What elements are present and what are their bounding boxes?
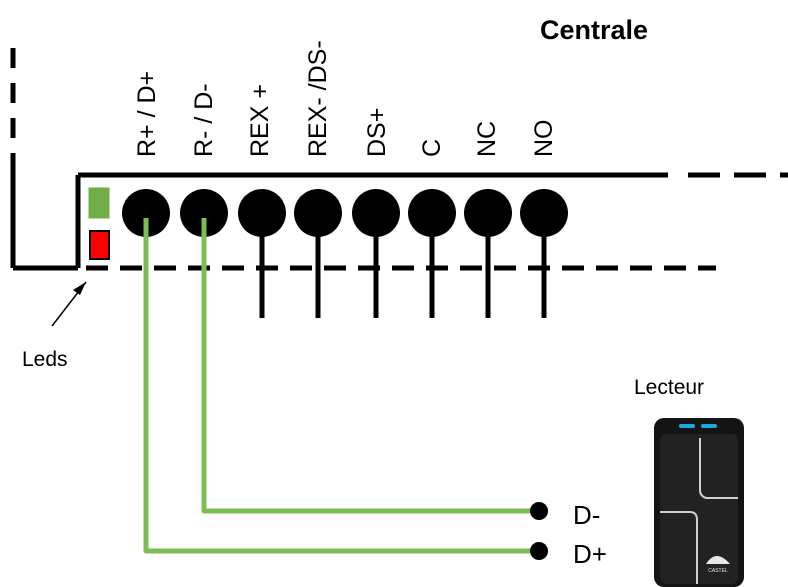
- terminal-screw-2: [180, 189, 228, 237]
- reader-brand-text: CASTEL: [708, 568, 728, 574]
- reader-logo-icon: [706, 556, 730, 564]
- reader-led-right: [701, 424, 717, 428]
- central-unit-title: Centrale: [540, 15, 648, 45]
- terminal-screws: [122, 189, 568, 237]
- terminal-screw-7: [464, 189, 512, 237]
- terminal-screw-8: [520, 189, 568, 237]
- terminal-label-8: NO: [530, 120, 558, 158]
- card-reader-device: CASTEL: [654, 418, 744, 587]
- leds-pointer-arrowhead: [73, 282, 86, 295]
- pin-dot-d-minus: [530, 502, 548, 520]
- pin-label-d-minus: D-: [573, 500, 600, 530]
- wire-d-plus: [143, 218, 540, 554]
- terminal-label-6: C: [418, 139, 446, 157]
- terminal-screw-3: [238, 189, 286, 237]
- terminal-screw-1: [122, 189, 170, 237]
- pin-label-d-plus: D+: [573, 539, 607, 569]
- terminal-labels: R+ / D+ R- / D- REX + REX- /DS- DS+ C NC…: [133, 40, 558, 157]
- wire-d-minus: [201, 218, 540, 514]
- terminal-screw-6: [408, 189, 456, 237]
- reader-label: Lecteur: [634, 376, 704, 399]
- terminal-label-5: DS+: [363, 108, 391, 157]
- terminal-screw-5: [352, 189, 400, 237]
- terminal-label-7: NC: [473, 121, 501, 157]
- reader-led-left: [679, 424, 695, 428]
- terminal-screw-4: [294, 189, 342, 237]
- reader-face-line-lower: [660, 511, 698, 584]
- led-red: [89, 230, 110, 260]
- terminal-label-4: REX- /DS-: [304, 40, 332, 157]
- led-green: [88, 187, 110, 219]
- terminal-label-3: REX +: [246, 84, 274, 157]
- terminal-label-1: R+ / D+: [133, 71, 161, 157]
- leds-label: Leds: [22, 348, 68, 371]
- reader-face-line-upper: [699, 438, 738, 499]
- reader-face: [660, 434, 738, 584]
- terminal-label-2: R- / D-: [190, 83, 218, 157]
- pin-dot-d-plus: [530, 542, 548, 560]
